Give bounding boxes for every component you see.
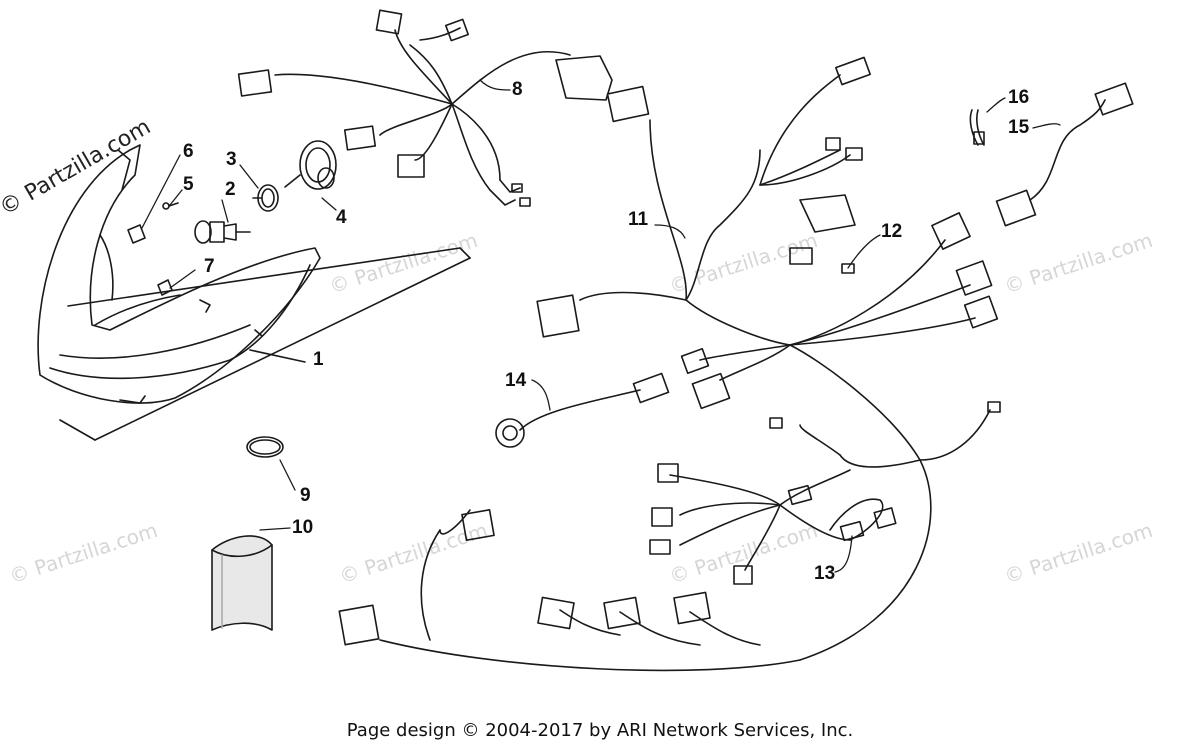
headlight-housing: [37, 144, 321, 404]
callout-15[interactable]: 15: [1008, 117, 1030, 138]
callout-8[interactable]: 8: [512, 79, 523, 100]
harness-11: [338, 56, 1001, 672]
screw-icon: [162, 202, 179, 210]
callout-5[interactable]: 5: [183, 174, 194, 195]
rubber-boot-icon: [284, 140, 337, 190]
bulb-icon: [194, 220, 251, 244]
callout-10[interactable]: 10: [292, 517, 314, 538]
clip-icon: [127, 224, 146, 244]
fuse-holder-icon: [839, 507, 897, 542]
tie-strap-16: [969, 109, 985, 146]
callout-9[interactable]: 9: [300, 485, 311, 506]
callout-7[interactable]: 7: [204, 256, 215, 277]
fuse-icon: [841, 263, 855, 274]
group-outline: [59, 247, 471, 441]
callout-3[interactable]: 3: [226, 149, 237, 170]
clamp-ring-icon: [246, 436, 284, 458]
retaining-ring-icon: [252, 184, 279, 212]
callout-6[interactable]: 6: [183, 141, 194, 162]
callout-14[interactable]: 14: [505, 370, 527, 391]
harness-8: [237, 9, 613, 207]
callout-16[interactable]: 16: [1008, 87, 1030, 108]
callout-2[interactable]: 2: [225, 179, 236, 200]
small-clip-icon: [157, 279, 173, 296]
leader-lines: [141, 79, 1061, 573]
footer-copyright: Page design © 2004-2017 by ARI Network S…: [346, 720, 854, 741]
callout-12[interactable]: 12: [881, 221, 903, 242]
harness-15: [995, 82, 1134, 227]
callout-1[interactable]: 1: [313, 349, 324, 370]
sleeve-icon: [211, 535, 273, 631]
harness-14: [495, 372, 670, 448]
callout-11[interactable]: 11: [628, 209, 649, 230]
callout-4[interactable]: 4: [336, 207, 347, 228]
callout-13[interactable]: 13: [814, 563, 836, 584]
